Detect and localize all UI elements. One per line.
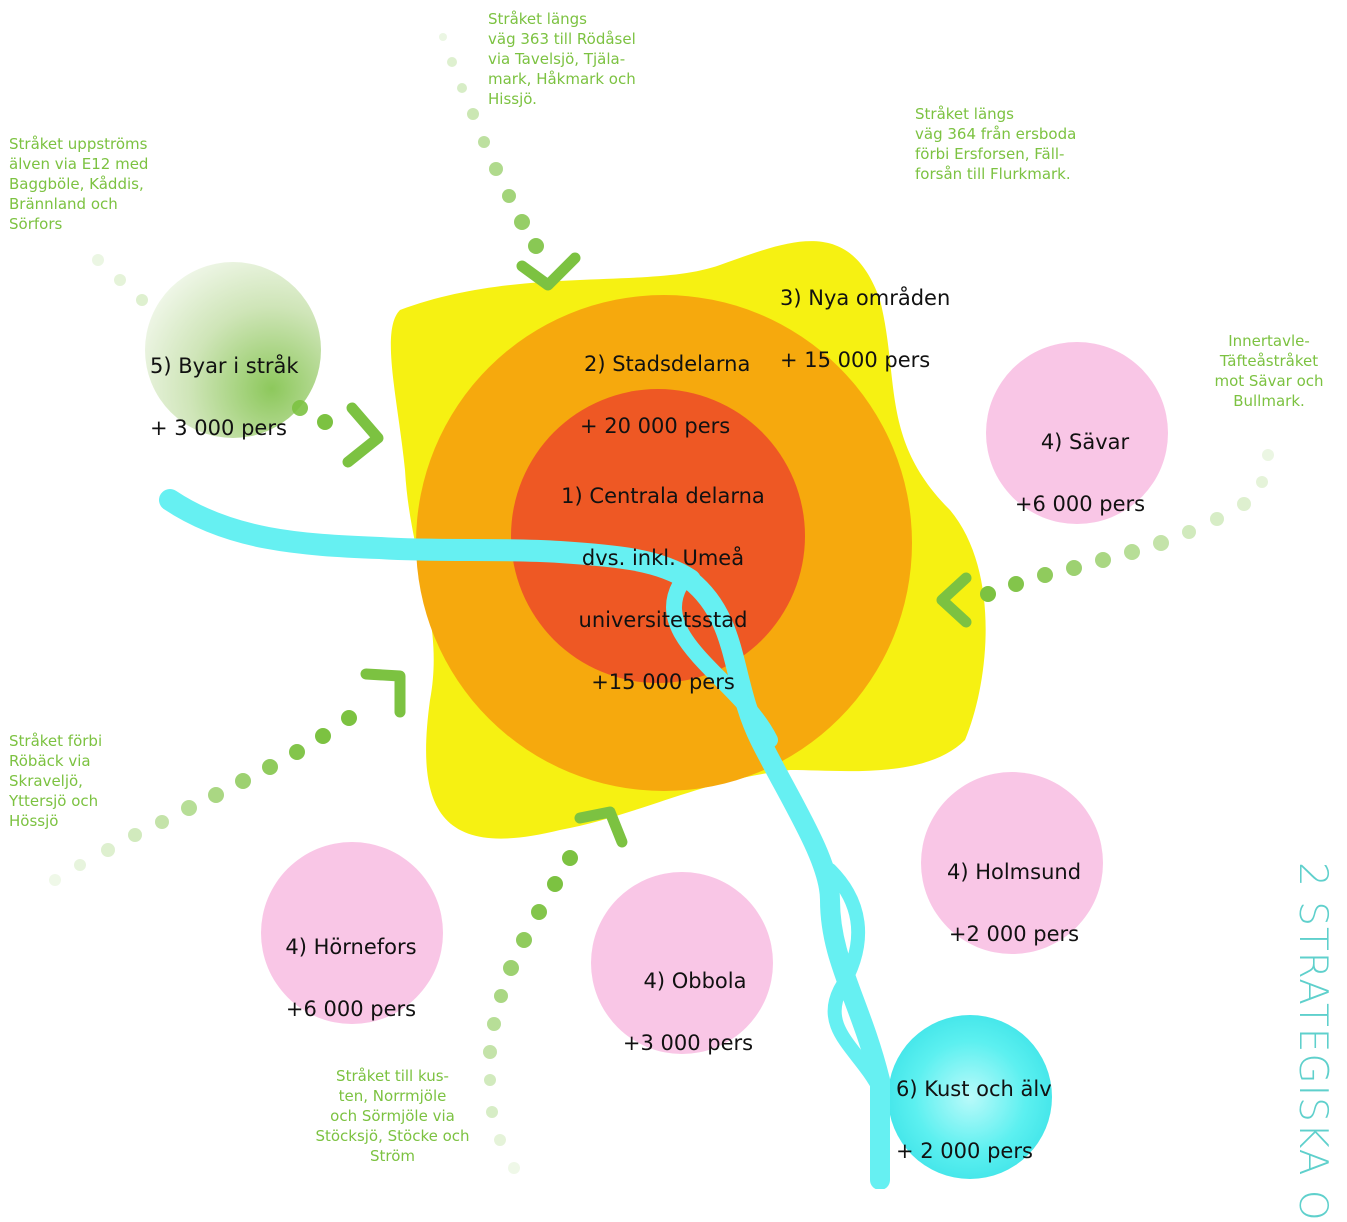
zone-holmsund-shape — [921, 772, 1103, 954]
hornefors-line2: +6 000 pers — [285, 997, 417, 1021]
zone-obbola-label: 4) Obbola +3 000 pers — [608, 935, 768, 1090]
zone-centrala-label: 1) Centrala delarna dvs. inkl. Umeå univ… — [548, 450, 778, 729]
nya-line2: + 15 000 pers — [780, 348, 931, 372]
river — [159, 489, 890, 1189]
route-dots-roback — [49, 710, 357, 886]
route-e12-label: Stråket uppströms älven via E12 med Bagg… — [9, 135, 149, 233]
strategy-diagram — [49, 33, 1274, 1189]
kust-line2: + 2 000 pers — [896, 1139, 1033, 1163]
route-v364-label: Stråket längs väg 364 från ersboda förbi… — [915, 105, 1077, 183]
route-dots-e12 — [92, 254, 333, 430]
route-v363-label: Stråket längs väg 363 till Rödåsel via T… — [488, 10, 636, 108]
route-roback-label: Stråket förbi Röbäck via Skraveljö, Ytte… — [9, 732, 103, 830]
arrow-innertavle — [936, 572, 972, 628]
nya-line1: 3) Nya områden — [780, 286, 951, 310]
route-kusten-label: Stråket till kus- ten, Norrmjöle och Sör… — [315, 1067, 470, 1165]
byar-line1: 5) Byar i stråk — [150, 354, 299, 378]
arrow-kusten — [574, 806, 628, 848]
byar-line2: + 3 000 pers — [150, 416, 287, 440]
obbola-line2: +3 000 pers — [622, 1031, 754, 1055]
zone-savar-shape — [986, 342, 1168, 524]
zone-byar-label: 5) Byar i stråk + 3 000 pers — [150, 320, 320, 475]
savar-line1: 4) Sävar — [1040, 430, 1130, 454]
side-chapter-title: 2 STRATEGISKA O — [1290, 862, 1335, 1222]
centrala-line1: 1) Centrala delarna — [561, 484, 765, 508]
route-innertavle-label: Innertavle- Täfteåstråket mot Sävar och … — [1214, 332, 1324, 410]
arrow-e12 — [342, 402, 384, 468]
route-dots-v363 — [439, 33, 544, 254]
route-dots-innertavle — [980, 449, 1274, 602]
savar-line2: +6 000 pers — [1014, 492, 1146, 516]
zone-kust-shape — [888, 1015, 1052, 1179]
zone-savar-label: 4) Sävar +6 000 pers — [1010, 396, 1150, 551]
zone-stadsdelarna-label: 2) Stadsdelarna + 20 000 pers — [580, 318, 780, 473]
obbola-line1: 4) Obbola — [643, 969, 747, 993]
zone-obbola-shape — [591, 872, 773, 1054]
zone-nya-label: 3) Nya områden + 15 000 pers — [780, 252, 980, 407]
zone-centrala-shape — [511, 389, 805, 683]
arrow-v363 — [516, 252, 581, 291]
holmsund-line1: 4) Holmsund — [946, 860, 1082, 884]
centrala-line2: dvs. inkl. Umeå — [581, 546, 745, 570]
stadsdelarna-line2: + 20 000 pers — [580, 414, 731, 438]
stadsdelarna-line1: 2) Stadsdelarna — [584, 352, 751, 376]
arrow-roback — [360, 668, 406, 718]
centrala-line3: universitetsstad — [578, 608, 748, 632]
zone-hornefors-shape — [261, 842, 443, 1024]
route-dots-kusten — [483, 850, 578, 1174]
kust-line1: 6) Kust och älv — [896, 1077, 1052, 1101]
zone-hornefors-label: 4) Hörnefors +6 000 pers — [266, 901, 436, 1056]
holmsund-line2: +2 000 pers — [948, 922, 1080, 946]
centrala-line4: +15 000 pers — [591, 670, 735, 694]
hornefors-line1: 4) Hörnefors — [285, 935, 417, 959]
zone-kust-label: 6) Kust och älv + 2 000 pers — [896, 1043, 1066, 1198]
zone-byar-shape — [145, 262, 321, 438]
zone-holmsund-label: 4) Holmsund +2 000 pers — [934, 826, 1094, 981]
